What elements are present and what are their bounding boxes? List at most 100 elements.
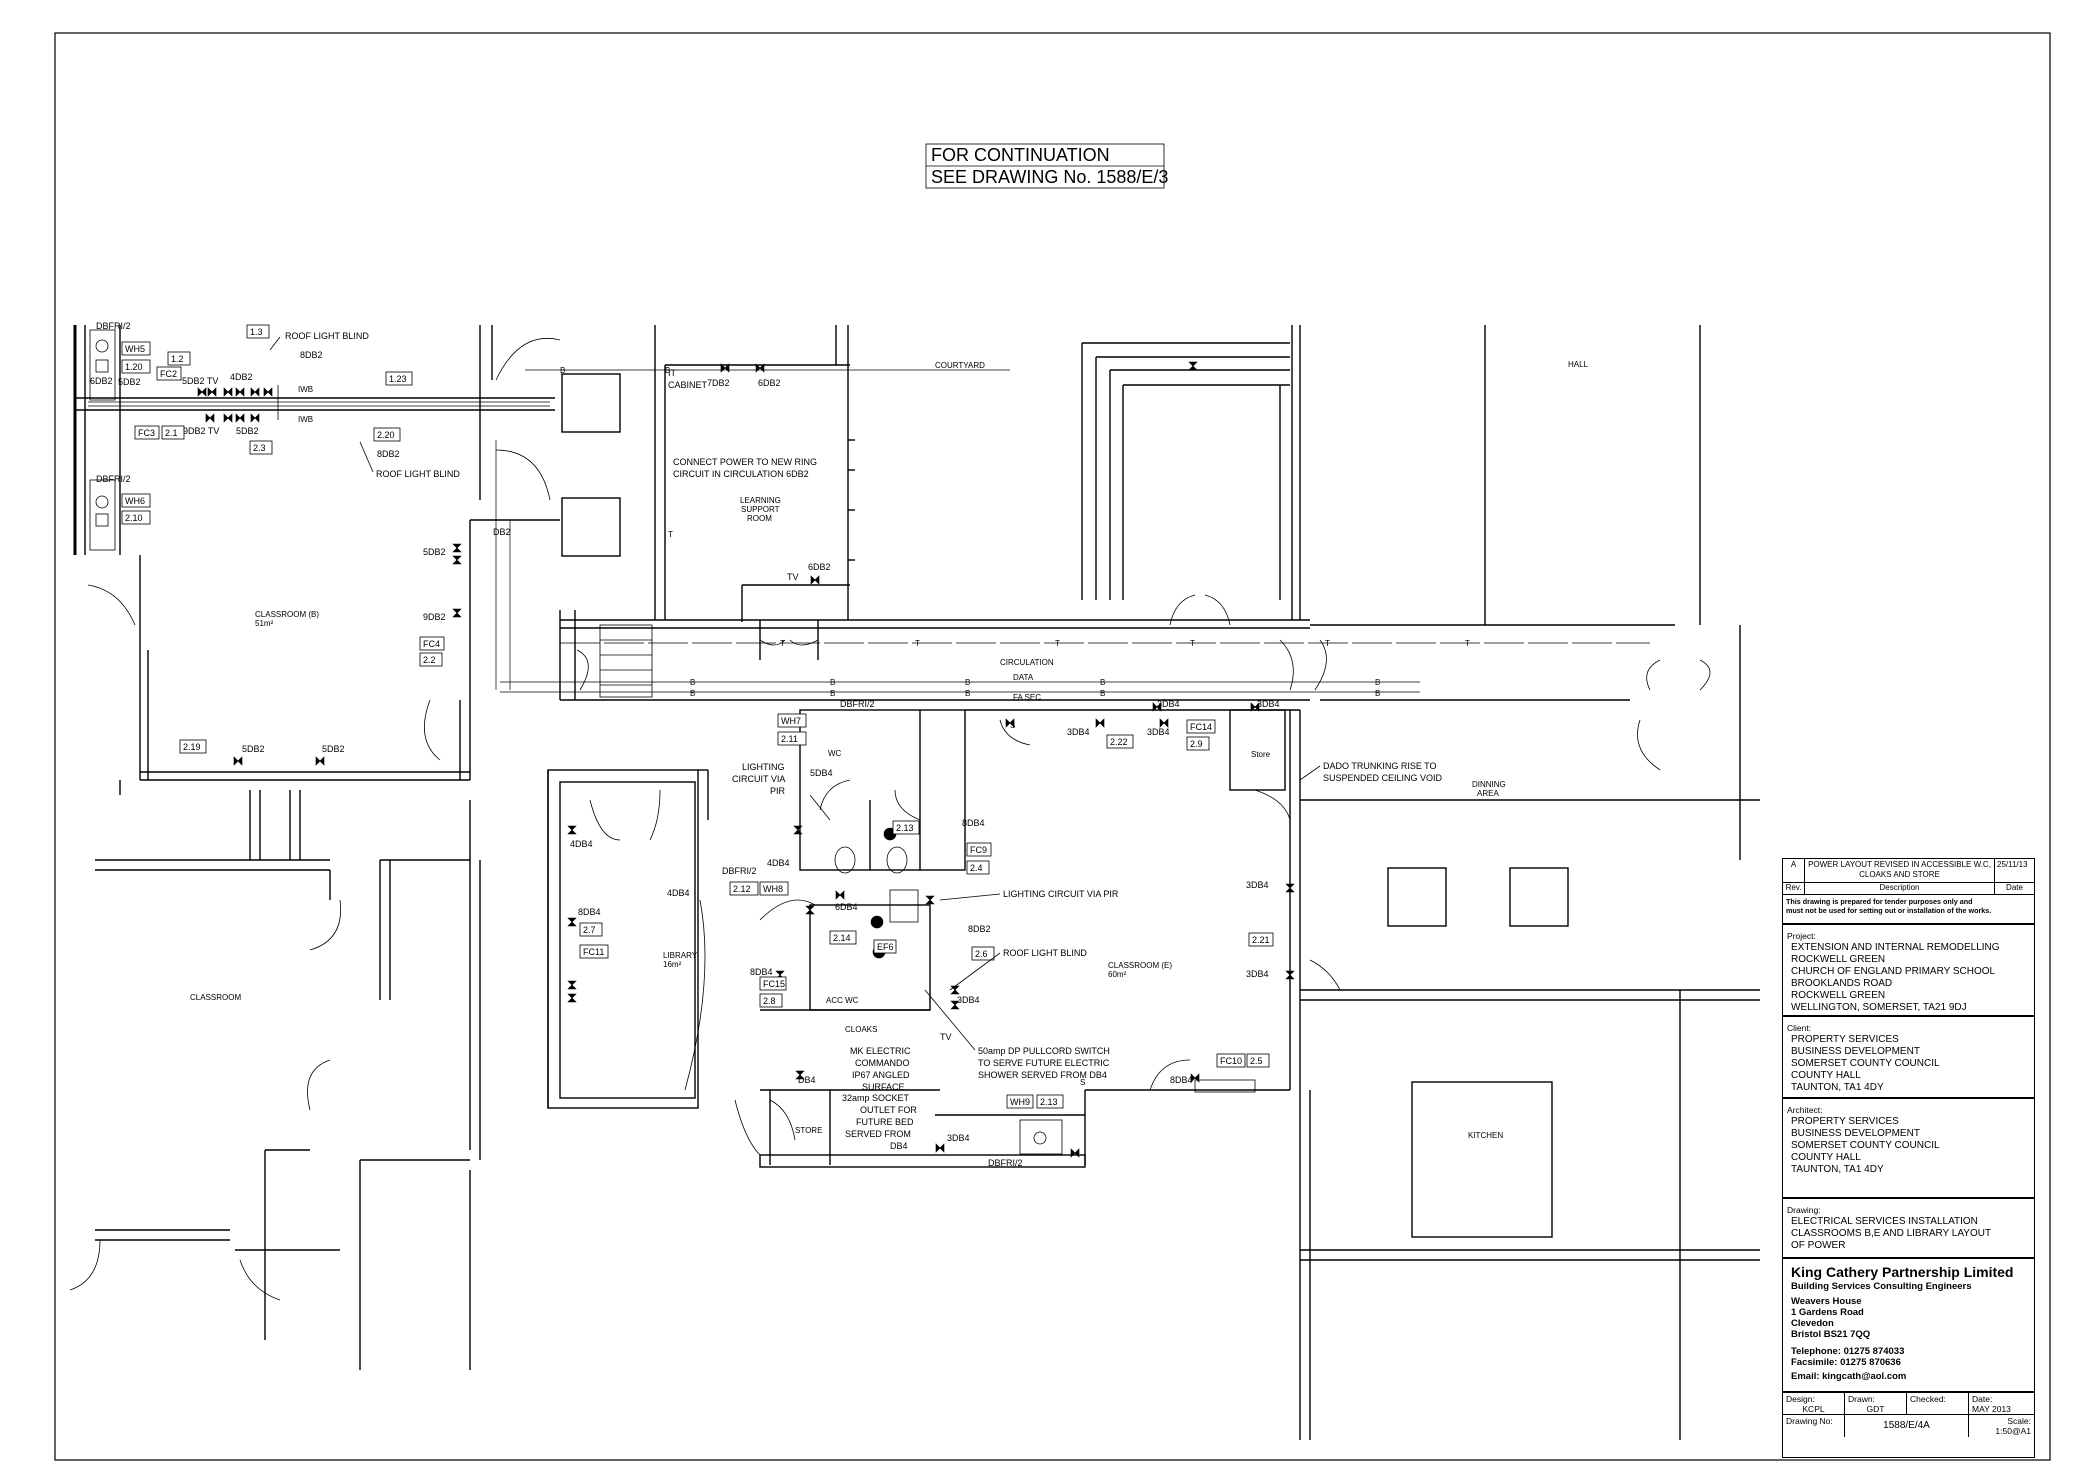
socket-symbols <box>197 361 1295 1158</box>
meta-row-2: Drawing No: 1588/E/4A Scale: 1:50@A1 <box>1783 1415 2034 1437</box>
project-lines-line: EXTENSION AND INTERNAL REMODELLING <box>1791 942 2000 953</box>
route-letter-b: B <box>1100 678 1105 687</box>
project-lines-line: ROCKWELL GREEN <box>1791 954 1886 965</box>
svg-text:1.2: 1.2 <box>171 354 184 364</box>
circuit-4db2: 4DB2 <box>230 372 253 382</box>
tag-t2-20: 2.20 <box>373 427 401 442</box>
circuit-5db2: 5DB2 <box>242 744 265 754</box>
note-lighting-pir-b: LIGHTING CIRCUIT VIA PIR <box>1003 889 1119 899</box>
circuit-5db2: 5DB2 <box>322 744 345 754</box>
circuit-8db2: 8DB2 <box>300 350 323 360</box>
meta-row-1: Design: KCPL Drawn: GDT Checked: Date: M… <box>1783 1391 2034 1415</box>
svg-text:FC3: FC3 <box>138 428 155 438</box>
route-letter-t: T <box>1190 639 1195 648</box>
equipment-stacks <box>89 329 1063 1155</box>
circuit-3db4: 3DB4 <box>1147 727 1170 737</box>
revision-header: Rev. Description Date <box>1783 883 2034 895</box>
firm-name: King Cathery Partnership Limited <box>1791 1264 2014 1280</box>
circuit-7db2: 7DB2 <box>707 378 730 388</box>
note-pullcord-1: 50amp DP PULLCORD SWITCH <box>978 1046 1110 1056</box>
room-learning-support-2: SUPPORT <box>741 505 780 514</box>
architect-lines-line: BUSINESS DEVELOPMENT <box>1791 1128 1920 1139</box>
date-cell: Date: MAY 2013 <box>1969 1393 2034 1414</box>
tag-fc15: FC15 <box>759 976 787 991</box>
note-pullcord-2: TO SERVE FUTURE ELECTRIC <box>978 1058 1110 1068</box>
drawing-no-label: Drawing No: <box>1783 1415 1845 1437</box>
double-socket-icon <box>835 890 845 900</box>
svg-text:FC10: FC10 <box>1220 1056 1242 1066</box>
note-dado-1: DADO TRUNKING RISE TO <box>1323 761 1437 771</box>
circuit-6db4: 6DB4 <box>835 902 858 912</box>
double-socket-icon <box>567 825 577 835</box>
circuit-tv: TV <box>940 1032 952 1042</box>
circuit-db4: DB4 <box>798 1075 816 1085</box>
room-learning-support-3: ROOM <box>747 514 772 523</box>
firm-address-line: Bristol BS21 7QQ <box>1791 1329 1871 1340</box>
route-letter-b: B <box>665 366 670 375</box>
double-socket-icon <box>1152 702 1162 712</box>
double-socket-icon <box>567 917 577 927</box>
rev-col-header: Rev. <box>1783 883 1805 894</box>
svg-text:2.10: 2.10 <box>125 513 143 523</box>
svg-text:FC15: FC15 <box>763 979 785 989</box>
svg-text:2.13: 2.13 <box>1040 1097 1058 1107</box>
double-socket-icon <box>207 387 217 397</box>
drawing-lines-line: ELECTRICAL SERVICES INSTALLATION <box>1791 1216 1978 1227</box>
firm-email: Email: kingcath@aol.com <box>1791 1371 1907 1382</box>
drawing-lines-line: CLASSROOMS B,E AND LIBRARY LAYOUT <box>1791 1228 1992 1239</box>
scale-value: 1:50@A1 <box>1995 1426 2031 1436</box>
firm-telephone: Telephone: 01275 874033 <box>1791 1346 1905 1357</box>
room-circulation: CIRCULATION <box>1000 658 1054 667</box>
double-socket-icon <box>720 363 730 373</box>
route-iwb: IWB <box>298 415 313 424</box>
tag-t2-21: 2.21 <box>1248 932 1274 947</box>
revision-description: POWER LAYOUT REVISED IN ACCESSIBLE W.C, … <box>1805 859 1995 882</box>
description-col-header: Description <box>1805 883 1995 894</box>
architect-lines-line: SOMERSET COUNTY COUNCIL <box>1791 1140 1940 1151</box>
route-letter-b: B <box>1100 689 1105 698</box>
sheet-border <box>54 32 2051 1461</box>
svg-text:2.5: 2.5 <box>1250 1056 1263 1066</box>
tag-t2-6: 2.6 <box>971 946 995 961</box>
double-socket-icon <box>235 387 245 397</box>
circuit-6db2: 6DB2 <box>90 376 113 386</box>
route-letters: B B B B B B B B B B B B T T T T T T T IW… <box>298 366 1470 1087</box>
room-learning-support-1: LEARNING <box>740 496 781 505</box>
double-socket-icon <box>1005 718 1015 728</box>
route-letter-b: B <box>830 689 835 698</box>
svg-text:WH7: WH7 <box>781 716 801 726</box>
double-socket-icon <box>452 608 462 618</box>
circuit-dbfri2: DBFRI/2 <box>988 1158 1023 1168</box>
tag-wh8: WH8 <box>759 881 789 896</box>
client-label: Client: <box>1787 1023 1812 1033</box>
double-socket-icon <box>452 555 462 565</box>
tag-t2-5: 2.5 <box>1246 1053 1270 1068</box>
double-socket-icon <box>950 985 960 995</box>
double-socket-icon <box>567 980 577 990</box>
tag-t2-8: 2.8 <box>759 993 783 1008</box>
tag-t1-23: 1.23 <box>385 371 413 386</box>
svg-text:1.20: 1.20 <box>125 362 143 372</box>
svg-text:WH8: WH8 <box>763 884 783 894</box>
circuit-5db4: 5DB4 <box>810 768 833 778</box>
double-socket-icon <box>567 993 577 1003</box>
double-socket-icon <box>205 413 215 423</box>
label-data: DATA <box>1013 673 1034 682</box>
circuit-4db4: 4DB4 <box>667 888 690 898</box>
note-mk-6: OUTLET FOR <box>860 1105 917 1115</box>
date-value: MAY 2013 <box>1972 1404 2011 1414</box>
design-label: Design: <box>1786 1394 1815 1404</box>
revision-letter: A <box>1783 859 1805 882</box>
double-socket-icon <box>795 1070 805 1080</box>
circuit-8db4: 8DB4 <box>1170 1075 1193 1085</box>
circuit-8db2: 8DB2 <box>377 449 400 459</box>
note-mk-4: SURFACE <box>862 1082 905 1092</box>
room-dining-1: DINNING <box>1472 780 1506 789</box>
double-socket-icon <box>233 756 243 766</box>
drawn-value: GDT <box>1866 1404 1885 1414</box>
tag-t2-1: 2.1 <box>161 425 185 440</box>
